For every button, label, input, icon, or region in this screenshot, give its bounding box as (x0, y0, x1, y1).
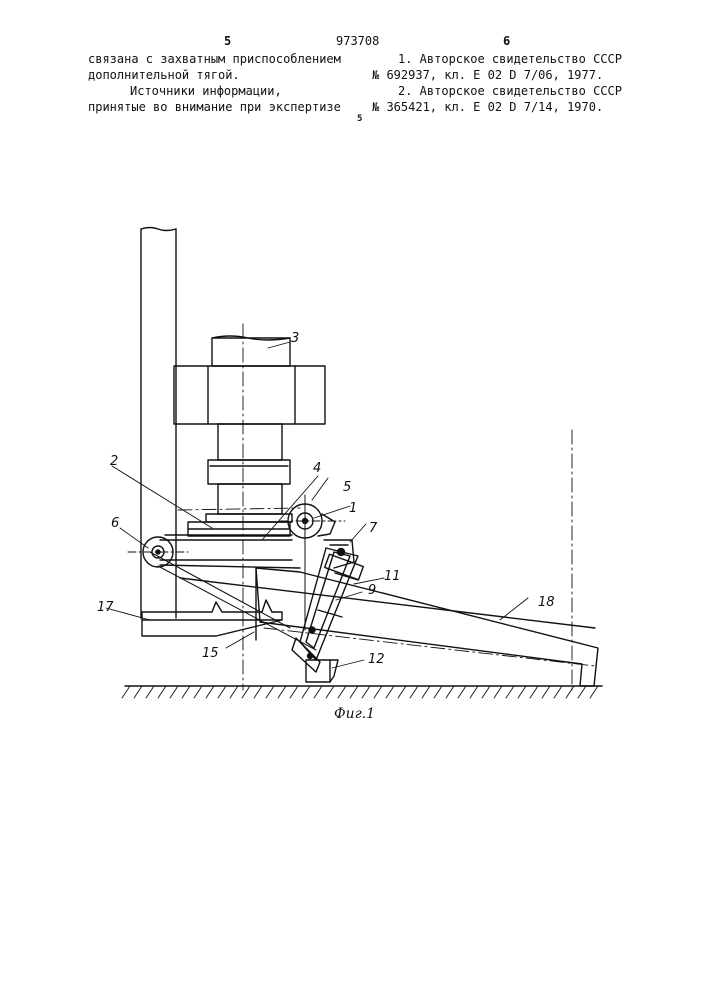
label-15: 15 (202, 646, 219, 661)
crossbar (160, 508, 300, 568)
base-support (142, 600, 282, 636)
label-4: 4 (313, 461, 321, 476)
label-7: 7 (369, 521, 378, 536)
label-11: 11 (384, 569, 401, 584)
label-18: 18 (538, 595, 555, 610)
label-6: 6 (111, 516, 119, 531)
pulley-right (280, 495, 345, 630)
guide-arm (300, 548, 363, 660)
leader-lines (106, 342, 528, 668)
label-9: 9 (368, 583, 376, 598)
axis-lines (243, 324, 572, 690)
label-1: 1 (349, 501, 357, 516)
label-17: 17 (97, 600, 114, 615)
figure-caption: Фиг.1 (334, 706, 375, 722)
pulley-left (128, 537, 188, 567)
label-12: 12 (368, 652, 385, 667)
label-5: 5 (343, 480, 351, 495)
label-2: 2 (110, 454, 118, 469)
ground (122, 686, 602, 698)
label-3: 3 (291, 331, 299, 346)
